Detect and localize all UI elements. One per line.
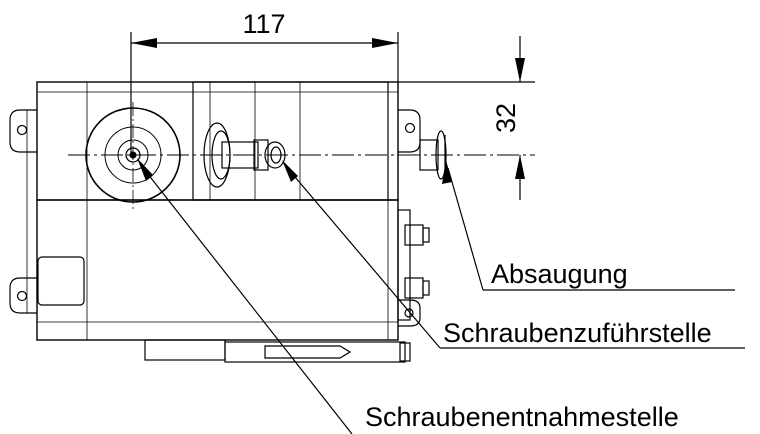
extraction-cap — [435, 130, 447, 180]
rail-slot — [264, 345, 352, 359]
side-connectors — [397, 209, 430, 321]
rail-mount — [144, 339, 226, 361]
leader-schraubenzufuehrstelle — [282, 160, 745, 349]
nozzle-flange-inner — [211, 130, 231, 180]
feed-panel-frame — [192, 81, 389, 201]
leader-absaugung — [442, 160, 735, 291]
extraction-port — [419, 139, 439, 171]
lug-bottom-right — [398, 299, 421, 327]
rail-body — [224, 341, 406, 363]
connector-lower-cap — [422, 280, 430, 296]
connector-lower-body — [404, 277, 424, 299]
connector-mount — [397, 209, 411, 321]
leader-arrow-zufuehr — [282, 160, 298, 182]
dimension-117 — [130, 32, 399, 155]
rail-end-cap — [399, 342, 411, 362]
leader-line-entnahme — [139, 163, 353, 434]
dimension-117-label: 117 — [242, 9, 285, 39]
lug-bottom-left — [9, 277, 37, 314]
lug-top-left — [9, 109, 37, 153]
bottom-feed-rail — [144, 339, 411, 363]
arrowhead-left — [131, 38, 157, 48]
dimension-32-label: 32 — [491, 103, 521, 133]
label-schraubenzufuehrstelle: Schraubenzuführstelle — [443, 318, 712, 348]
housing-upper-body — [36, 81, 399, 201]
housing — [36, 81, 399, 341]
arrowhead-top — [515, 58, 525, 82]
connector-upper-cap — [422, 227, 430, 243]
screw-feed-panel — [192, 81, 389, 201]
right-mounting-lugs — [398, 109, 421, 327]
nozzle-body — [221, 141, 259, 169]
lug-hole-top-right — [404, 122, 416, 134]
arrowhead-bottom — [515, 155, 525, 179]
screw-removal-wheel — [85, 102, 181, 210]
leader-line-absaugung — [447, 167, 484, 291]
connector-upper-body — [404, 224, 424, 246]
feed-nozzle — [203, 122, 286, 188]
arrowhead-right — [372, 38, 398, 48]
lug-hole-bottom-left — [16, 290, 28, 302]
lug-top-right — [398, 109, 421, 153]
leader-arrow-entnahme — [137, 158, 153, 181]
nozzle-collar — [253, 139, 269, 171]
inspection-window — [37, 256, 85, 306]
leader-line-zufuehr — [283, 163, 441, 349]
lug-hole-top-left — [16, 124, 28, 136]
leader-schraubenentnahmestelle — [137, 158, 353, 434]
housing-lower-body — [36, 199, 399, 341]
leader-arrow-absaugung — [442, 160, 452, 184]
nozzle-tip — [264, 141, 286, 169]
left-mounting-lugs — [9, 109, 37, 314]
label-absaugung: Absaugung — [491, 259, 628, 289]
lug-hole-bottom-right — [404, 308, 414, 318]
label-schraubenentnahmestelle: Schraubenentnahmestelle — [365, 402, 679, 432]
nozzle-tip-inner — [270, 146, 282, 164]
dimension-32 — [398, 36, 535, 200]
